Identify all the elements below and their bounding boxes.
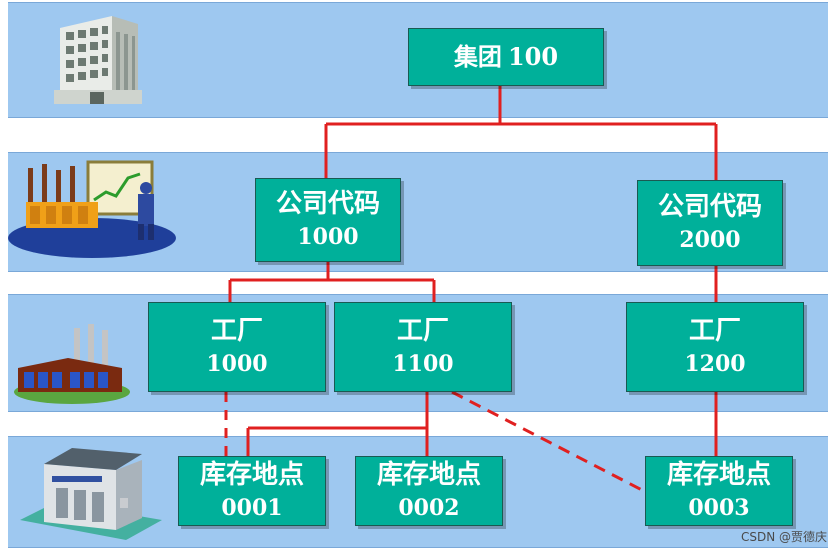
- company-code: 1000: [297, 224, 359, 250]
- storage-label: 库存地点: [376, 460, 481, 490]
- group-node: 集团 100: [408, 28, 604, 86]
- company-label: 公司代码: [275, 189, 380, 219]
- plant-label: 工厂: [688, 316, 741, 346]
- plant-code: 1100: [392, 351, 454, 377]
- storage-code: 0002: [398, 495, 460, 521]
- company-node-2000: 公司代码 2000: [637, 180, 783, 266]
- group-code: 100: [507, 42, 559, 71]
- group-label: 集团: [453, 43, 502, 71]
- storage-label: 库存地点: [666, 460, 771, 490]
- warehouse-icon: [16, 442, 164, 544]
- storage-label: 库存地点: [199, 460, 304, 490]
- company-label: 公司代码: [657, 192, 762, 222]
- plant-node-1100: 工厂 1100: [334, 302, 512, 392]
- plant-label: 工厂: [210, 316, 263, 346]
- storage-node-0001: 库存地点 0001: [178, 456, 326, 526]
- storage-code: 0003: [688, 495, 750, 521]
- plant-code: 1000: [206, 351, 268, 377]
- factory-chart-icon: [6, 156, 178, 264]
- storage-node-0003: 库存地点 0003: [645, 456, 793, 526]
- storage-node-0002: 库存地点 0002: [355, 456, 503, 526]
- plant-code: 1200: [684, 351, 746, 377]
- watermark: CSDN @贾德庆: [740, 530, 827, 544]
- storage-code: 0001: [221, 495, 283, 521]
- plant-node-1200: 工厂 1200: [626, 302, 804, 392]
- plant-node-1000: 工厂 1000: [148, 302, 326, 392]
- company-node-1000: 公司代码 1000: [255, 178, 401, 262]
- office-building-icon: [50, 10, 146, 112]
- plant-label: 工厂: [396, 316, 449, 346]
- plant-icon: [12, 320, 132, 414]
- company-code: 2000: [679, 227, 741, 253]
